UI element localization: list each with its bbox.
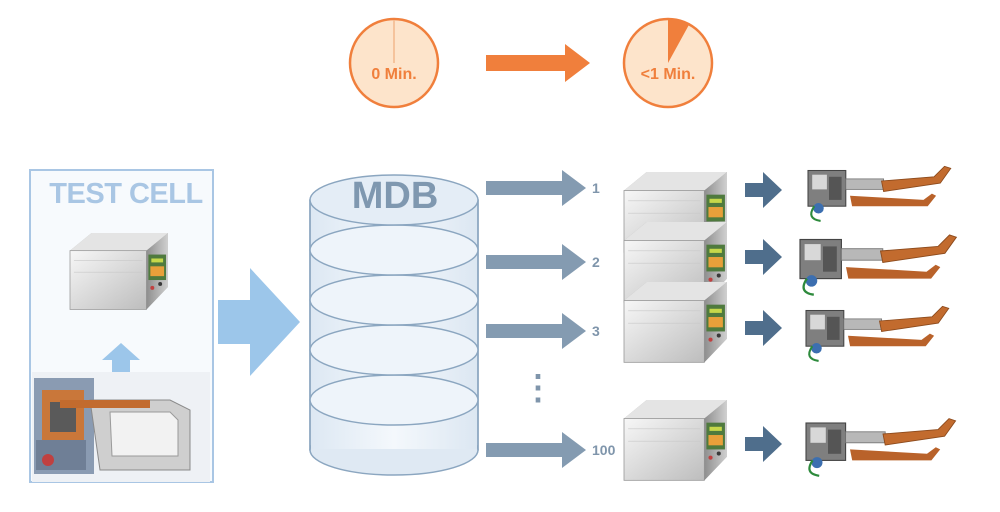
- arrow-to-gun-1: [745, 172, 782, 208]
- arrow-to-gun-3: [745, 310, 782, 346]
- target-controller-100: [623, 399, 728, 481]
- arrow-to-target-100: [486, 432, 586, 468]
- mdb-database-icon: [309, 174, 479, 476]
- target-number-3: 3: [592, 323, 600, 339]
- orange-time-arrow: [486, 44, 590, 82]
- test-cell-controller-image: [69, 232, 169, 310]
- arrow-to-gun-100: [745, 426, 782, 462]
- target-number-100: 100: [592, 442, 616, 458]
- arrow-to-target-2: [486, 244, 586, 280]
- clock-0-min-label: 0 Min.: [371, 66, 417, 83]
- test-cell-title: TEST CELL: [49, 178, 203, 210]
- arrow-to-gun-2: [745, 239, 782, 275]
- ellipsis-vertical: ⋮: [521, 369, 555, 407]
- welding-gun-3-image: [804, 305, 950, 362]
- welding-gun-2-image: [798, 233, 958, 296]
- clock-wedge: [668, 18, 690, 63]
- target-controller-3: [623, 281, 728, 363]
- target-number-1: 1: [592, 180, 600, 196]
- welding-gun-1-image: [806, 165, 952, 222]
- test-cell-robot-image: [32, 372, 210, 482]
- test-cell-to-mdb-arrow: [218, 268, 300, 376]
- up-arrow-icon: [102, 343, 140, 380]
- target-number-2: 2: [592, 254, 600, 270]
- clock-1-min-label: <1 Min.: [640, 66, 696, 83]
- welding-gun-4-image: [804, 417, 957, 477]
- arrow-to-target-3: [486, 313, 586, 349]
- mdb-title: MDB: [351, 175, 439, 217]
- arrow-to-target-1: [486, 170, 586, 206]
